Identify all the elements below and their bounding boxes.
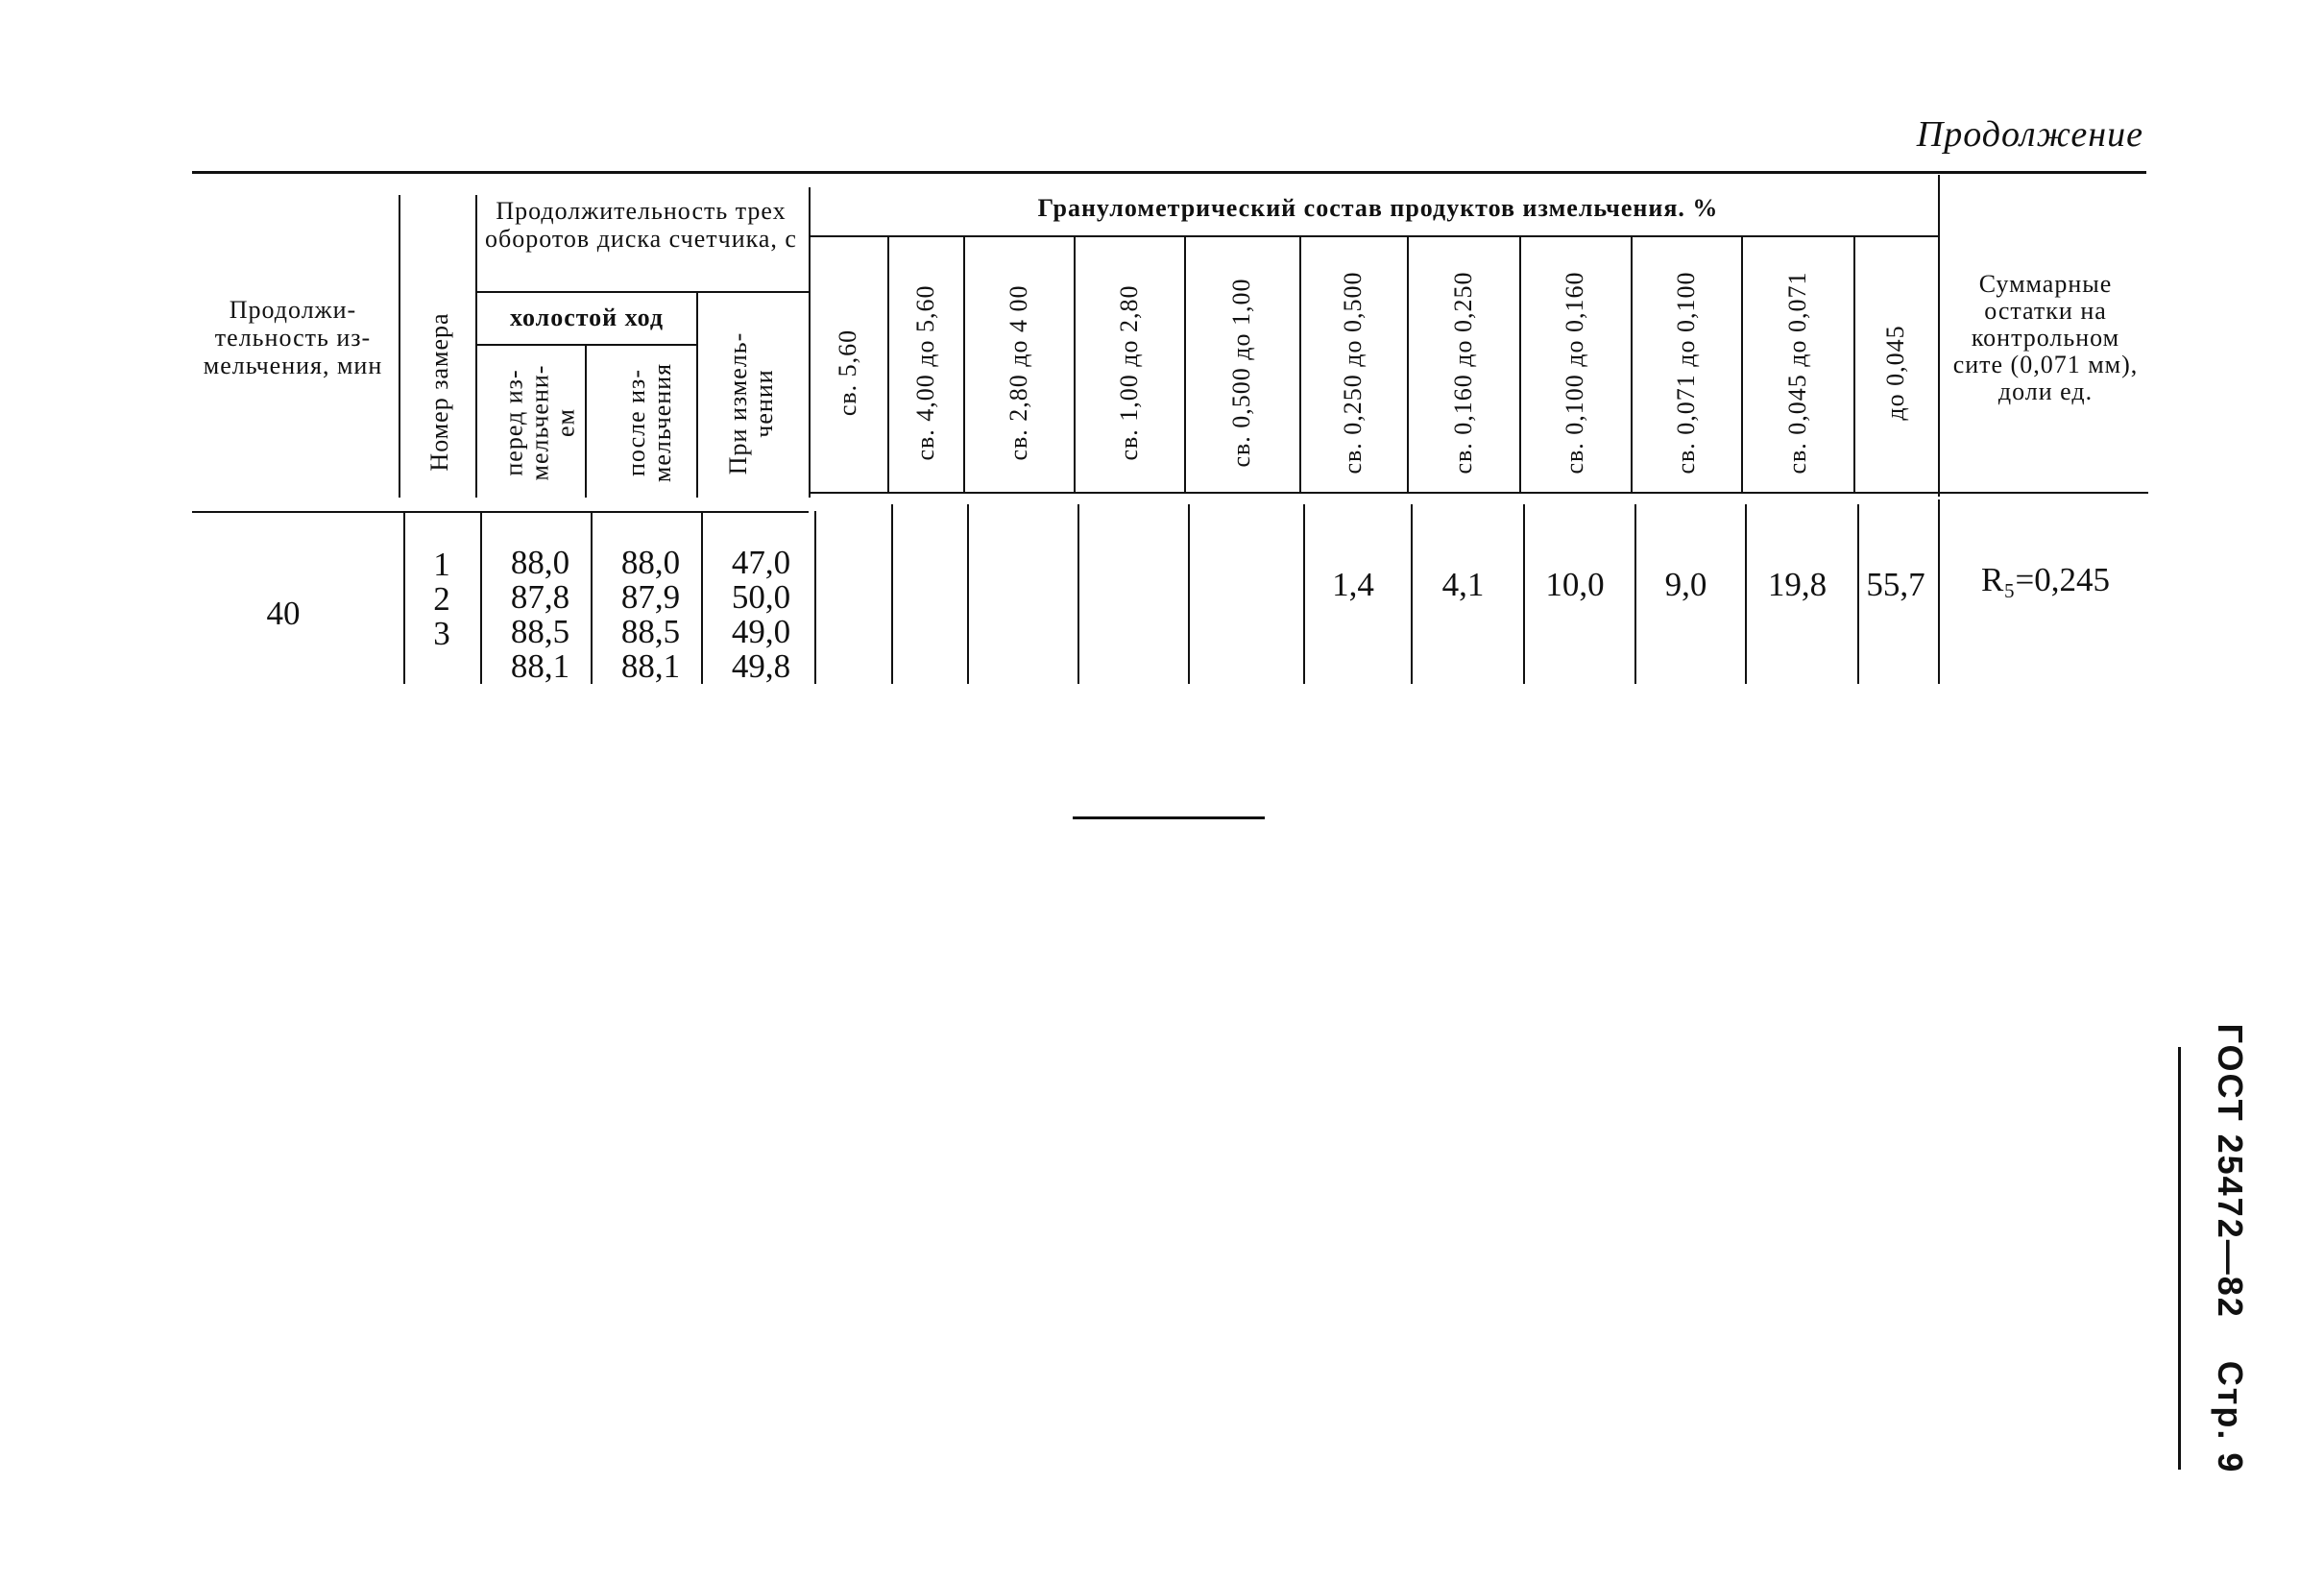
measurement-number: 1 — [433, 546, 450, 583]
rule-v-fraction-data — [1077, 504, 1079, 684]
rule-v-fraction-data — [1411, 504, 1413, 684]
header-fraction: св. 2,80 до 4 00 — [1004, 284, 1032, 461]
header-fraction: св. 5,60 — [834, 329, 861, 417]
header-after-grinding: после из- мельчения — [622, 362, 676, 483]
cell-duration: 40 — [266, 595, 301, 632]
header-during-grinding: При измель- чении — [724, 331, 778, 475]
measurement-number: 3 — [433, 615, 450, 652]
rule-v-residue — [1938, 175, 1940, 497]
measurement-number: 2 — [433, 580, 450, 618]
header-total-residue: Суммарные остатки на контрольном сите (0… — [1952, 270, 2139, 405]
page-number: Стр. 9 — [2211, 1360, 2250, 1474]
rule-v-fraction-data — [1188, 504, 1190, 684]
cell-during-values: 47,0 50,0 49,0 49,8 — [706, 546, 816, 684]
cell-after-values: 88,0 87,9 88,5 88,1 — [595, 546, 706, 684]
rule-v-idle-split — [585, 346, 587, 498]
after-value: 88,1 — [620, 647, 681, 685]
cell-fraction-value: 4,1 — [1441, 566, 1485, 603]
rule-v-fraction-data — [1634, 504, 1636, 684]
cell-fraction-value: 10,0 — [1545, 566, 1605, 603]
header-fraction: св. 0,071 до 0,100 — [1671, 271, 1700, 475]
header-fraction: св. 1,00 до 2,80 — [1114, 284, 1143, 461]
rule-v-number — [475, 195, 477, 498]
rule-v-data-during — [814, 511, 816, 684]
header-fraction: св. 0,100 до 0,160 — [1561, 271, 1588, 475]
rule-v-data-residue — [1938, 499, 1940, 684]
during-value: 49,8 — [731, 647, 791, 685]
rule-v-idle-end — [696, 293, 698, 498]
rule-v-duration — [399, 195, 400, 498]
cell-total-residue: R₅=0,245 — [1980, 561, 2111, 598]
cell-fraction-value: 1,4 — [1332, 566, 1374, 603]
cell-measurement-numbers: 1 2 3 — [423, 548, 461, 651]
cell-fraction-value: 55,7 — [1866, 566, 1925, 603]
table-top-rule — [192, 171, 2146, 174]
rule-v-fraction-data — [1303, 504, 1305, 684]
rule-h-revolutions — [475, 291, 809, 293]
rule-v-fraction-data — [891, 504, 893, 684]
rule-v-fraction — [1631, 235, 1633, 492]
rule-v-fraction — [1519, 235, 1521, 492]
header-fraction: св. 0,250 до 0,500 — [1339, 271, 1367, 475]
rule-v-fraction — [1184, 235, 1186, 492]
header-fraction: св. 0,160 до 0,250 — [1448, 271, 1477, 475]
cell-fraction-value: 9,0 — [1664, 566, 1707, 603]
rule-v-fraction — [1407, 235, 1409, 492]
standard-page-label: ГОСТ 25472—82Стр. 9 — [2210, 1024, 2250, 1474]
standard-number: ГОСТ 25472—82 — [2211, 1023, 2250, 1319]
header-before-grinding: перед из- мельчени- ем — [499, 364, 580, 481]
header-fraction: св. 0,045 до 0,071 — [1782, 271, 1811, 475]
before-value: 87,8 — [510, 578, 570, 616]
rule-v-fraction-data — [1745, 504, 1747, 684]
header-fraction: до 0,045 — [1881, 325, 1909, 421]
rule-h-granulometric — [809, 235, 1938, 237]
rule-v-data-after — [701, 511, 703, 684]
rule-v-data-duration — [403, 511, 405, 684]
rule-v-data-before — [591, 511, 593, 684]
side-bar — [2178, 1047, 2181, 1470]
header-revolutions-duration: Продолжительность трех оборотов диска сч… — [485, 197, 797, 253]
during-value: 50,0 — [731, 578, 791, 616]
header-idle-run: холостой ход — [509, 304, 665, 331]
rule-v-fraction — [1299, 235, 1301, 492]
rule-v-fraction — [1853, 235, 1855, 492]
before-value: 88,0 — [510, 544, 570, 581]
rule-v-fraction-data — [1523, 504, 1525, 684]
rule-v-fraction — [1741, 235, 1743, 492]
rule-h-header-bottom-left — [192, 511, 809, 513]
before-value: 88,1 — [510, 647, 570, 685]
header-duration: Продолжи- тельность из- мельчения, мин — [203, 296, 383, 379]
before-value: 88,5 — [510, 613, 570, 650]
rule-v-fraction — [887, 235, 889, 492]
after-value: 87,9 — [620, 578, 681, 616]
after-value: 88,0 — [620, 544, 681, 581]
header-measurement-number: Номер замера — [425, 312, 453, 472]
rule-v-fraction-data — [967, 504, 969, 684]
rule-v-revolutions-end — [809, 187, 811, 498]
cell-fraction-value: 19,8 — [1767, 566, 1828, 603]
rule-v-fraction — [963, 235, 965, 492]
cell-before-values: 88,0 87,8 88,5 88,1 — [485, 546, 595, 684]
rule-v-fraction-data — [1857, 504, 1859, 684]
continuation-caption: Продолжение — [1916, 114, 2143, 155]
during-value: 47,0 — [731, 544, 791, 581]
during-value: 49,0 — [731, 613, 791, 650]
rule-v-data-number — [480, 511, 482, 684]
header-granulometric-composition: Гранулометрический состав продуктов изме… — [1037, 194, 1719, 222]
end-of-table-mark — [1073, 816, 1265, 819]
after-value: 88,5 — [620, 613, 681, 650]
rule-v-fraction — [1074, 235, 1076, 492]
header-fraction: св. 4,00 до 5,60 — [910, 284, 939, 461]
header-fraction: св. 0,500 до 1,00 — [1227, 278, 1255, 468]
rule-h-header-bottom — [809, 492, 2148, 494]
rule-h-idle — [475, 344, 696, 346]
